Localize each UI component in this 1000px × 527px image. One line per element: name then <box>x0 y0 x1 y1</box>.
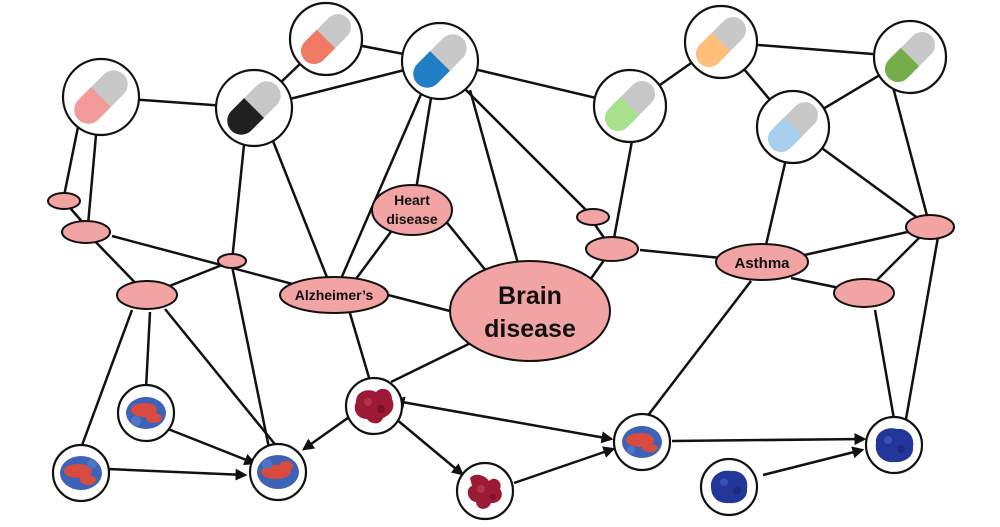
drug-olive <box>872 19 948 95</box>
edge-left-lower-to-protein-left-center <box>164 308 279 449</box>
right-node-upper <box>905 214 955 240</box>
protein-red-blue-3 <box>248 442 308 502</box>
heart-disease-ellipse <box>371 184 453 236</box>
edge-right-upper-to-right-protein <box>904 236 940 420</box>
drug-lightblue <box>755 89 831 165</box>
navy-protein-icon <box>875 428 914 463</box>
brain-disease-label-line-1: Brain <box>498 282 562 310</box>
edge-pink-drug-to-left-node-middle <box>86 134 98 226</box>
brain-disease-ellipse <box>449 260 611 362</box>
edge-heart-to-alzheimers <box>348 228 395 288</box>
named-disease-nodes: Heart disease Alzheimer’s Brain disease … <box>279 184 809 362</box>
pill-color-segment <box>696 32 731 67</box>
edge-blue-drug-to-center-right-small-node <box>459 83 594 218</box>
edge-black-drug-to-small-left-node <box>230 144 246 262</box>
left-node-lower <box>116 280 178 310</box>
edge-lightgreen-drug-to-center-right-node <box>610 140 634 250</box>
mixed-protein-icon <box>257 455 299 489</box>
heart-disease-label-line-2: disease <box>386 211 438 227</box>
mixed-protein-icon <box>126 397 166 429</box>
protein-crimson-1 <box>344 376 404 436</box>
arrow-crimson-bottom-to-right-protein <box>513 446 616 485</box>
pill-capsule-icon <box>695 16 747 68</box>
protein-red-blue-4 <box>612 412 672 472</box>
protein-red-blue-2 <box>51 443 111 503</box>
pill-color-segment <box>74 87 111 124</box>
heart-disease-label-line-1: Heart <box>394 192 430 208</box>
arrow-protein-bottom-left-to-protein-left-center <box>107 467 248 481</box>
mixed-protein-icon <box>622 426 662 458</box>
alzheimers-ellipse <box>279 276 389 314</box>
asthma-node: Asthma <box>715 243 809 281</box>
brain-disease-label-line-2: disease <box>484 315 576 343</box>
asthma-label: Asthma <box>734 255 790 272</box>
edge-small-left-to-protein-left-center <box>230 265 271 449</box>
drug-black <box>214 68 294 148</box>
small-left-node <box>217 253 247 269</box>
edge-blue-drug-to-alzheimers <box>332 91 424 296</box>
left-node-upper <box>47 192 81 210</box>
drug-orange <box>683 4 759 80</box>
alzheimers-label: Alzheimer’s <box>295 287 374 303</box>
pill-color-segment <box>413 51 450 88</box>
arrow-navy-bottom-to-navy-right <box>762 446 865 477</box>
protein-crimson-2 <box>455 461 515 521</box>
center-right-node <box>585 236 639 262</box>
arrow-crimson-protein-to-right-protein-bidirectional <box>392 396 614 444</box>
left-node-middle <box>61 220 111 244</box>
pill-color-segment <box>768 117 803 152</box>
pill-capsule-icon <box>300 13 352 65</box>
edge-black-drug-to-alzheimers <box>271 140 336 296</box>
edge-pink-drug-to-left-node-upper <box>62 121 81 197</box>
drug-blue <box>400 21 480 101</box>
edge-lightblue-drug-to-right-node-upper <box>818 144 931 229</box>
edge-olive-drug-to-right-node-upper <box>891 86 932 228</box>
drug-nodes <box>61 1 948 165</box>
pill-capsule-icon <box>413 34 467 88</box>
heart-disease-node: Heart disease <box>371 184 453 236</box>
protein-navy-1 <box>864 415 924 475</box>
interaction-arrows <box>107 396 867 485</box>
arrow-protein-left-mid-to-protein-left-center <box>167 427 257 466</box>
protein-navy-2 <box>699 457 759 517</box>
arrow-right-protein-to-navy-protein <box>671 433 867 446</box>
pill-capsule-icon <box>227 81 281 135</box>
edge-left-lower-to-protein-bottom-left <box>79 309 134 449</box>
edge-alzheimers-to-brain <box>387 293 451 313</box>
drug-salmon <box>288 1 364 77</box>
center-right-small-node <box>576 208 610 226</box>
navy-protein-icon <box>710 470 748 504</box>
pill-color-segment <box>301 29 336 64</box>
asthma-ellipse <box>715 243 809 281</box>
pill-capsule-icon <box>767 101 819 153</box>
crimson-protein-icon <box>354 388 394 424</box>
edge-brain-to-crimson-protein <box>390 335 484 384</box>
edge-right-lower-to-right-protein <box>873 309 896 420</box>
pill-capsule-icon <box>604 80 656 132</box>
pill-color-segment <box>605 96 640 131</box>
drug-lightgreen <box>592 68 668 144</box>
mixed-protein-icon <box>60 456 102 490</box>
right-node-lower <box>833 278 895 308</box>
pill-capsule-icon <box>884 31 936 83</box>
edge-alzheimers-to-crimson-protein <box>347 309 372 382</box>
crimson-protein-icon <box>467 474 502 509</box>
edge-asthma-to-right-protein <box>645 280 752 419</box>
pill-color-segment <box>885 47 920 82</box>
intermediate-disease-nodes <box>47 192 955 310</box>
brain-disease-node: Brain disease <box>449 260 611 362</box>
alzheimers-node: Alzheimer’s <box>279 276 389 314</box>
pill-capsule-icon <box>74 70 128 124</box>
arrow-crimson-protein-to-protein-left-center <box>301 413 353 451</box>
edge-left-lower-to-protein-left-mid <box>144 311 152 390</box>
drug-pink <box>61 57 141 137</box>
pill-color-segment <box>227 98 264 135</box>
arrow-crimson-protein-to-crimson-bottom <box>395 418 464 476</box>
protein-nodes <box>51 376 924 521</box>
protein-red-blue-1 <box>116 383 176 443</box>
